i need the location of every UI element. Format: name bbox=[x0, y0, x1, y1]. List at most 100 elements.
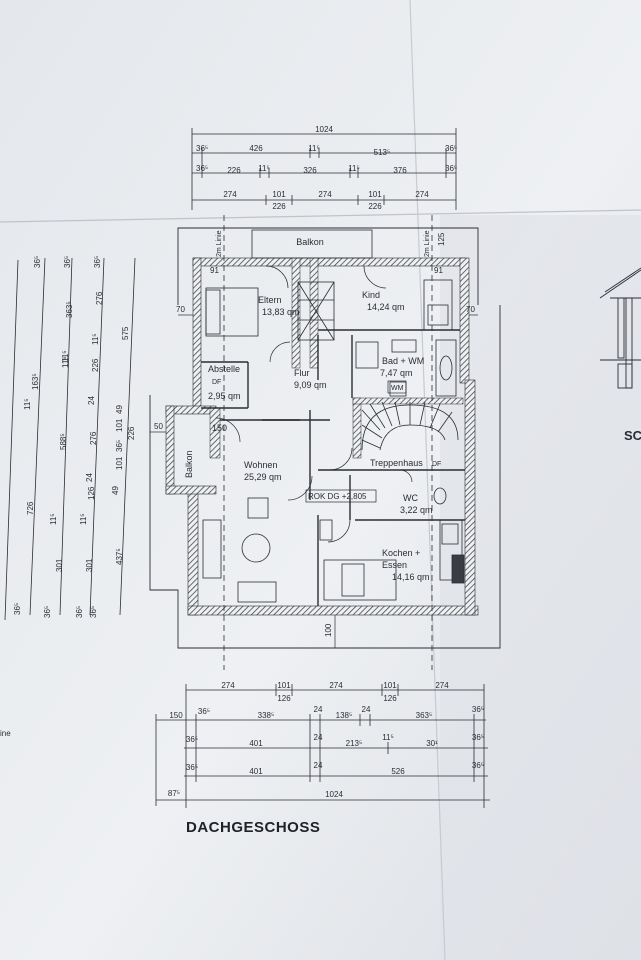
two-meter-lines bbox=[223, 215, 433, 670]
top-dim-r4-2: 101 bbox=[272, 190, 286, 199]
bottom-dimensions bbox=[155, 684, 490, 808]
room-bad-tag: WM bbox=[391, 385, 404, 392]
bottom-dim-r4-5: 36⁵ bbox=[472, 761, 484, 770]
top-dim-r4-1: 274 bbox=[223, 190, 237, 199]
left-dim-c3-f: 301 bbox=[85, 558, 94, 572]
room-wc-name: WC bbox=[403, 493, 418, 503]
roof-outline-lower bbox=[149, 305, 501, 649]
top-dim-r4-5: 101 bbox=[368, 190, 382, 199]
bottom-dim-r1-5: 101 bbox=[383, 681, 397, 690]
left-dimension-labels: 36⁵ 726 11⁵ 36⁵ 36⁵ 588⁵ 11⁵ 163⁵ 11⁵ 30… bbox=[13, 256, 136, 618]
balcony-top-frame bbox=[251, 229, 373, 259]
room-kind-name: Kind bbox=[362, 290, 380, 300]
room-labels: Balkon Eltern 13,83 qm Kind 14,24 qm Abs… bbox=[184, 237, 443, 582]
top-dim-r3-2: 226 bbox=[227, 166, 241, 175]
room-flur-area: 9,09 qm bbox=[294, 380, 327, 390]
top-dim-r3-3: 11⁵ bbox=[258, 164, 270, 173]
left-dim-c3-c: 11⁵ bbox=[61, 356, 70, 368]
room-abstelle-tag: DF bbox=[212, 379, 221, 386]
fold-line-horizontal bbox=[0, 209, 641, 223]
bottom-dim-r4-2: 401 bbox=[249, 767, 263, 776]
line-label-left: 2m Linie bbox=[216, 230, 223, 257]
bottom-dim-r3-5: 11⁵ bbox=[382, 733, 394, 742]
room-abstelle-name: Abstelle bbox=[208, 364, 240, 374]
bottom-dim-r1-4: 274 bbox=[329, 681, 343, 690]
left-dim-c2-d: 163⁵ bbox=[31, 373, 40, 390]
bottom-dim-r3-6: 30¹ bbox=[426, 739, 438, 748]
left-dim-c1-c: 11⁵ bbox=[23, 398, 32, 410]
top-dim-r2-4: 513⁵ bbox=[374, 148, 391, 157]
top-dim-r2-1: 36⁵ bbox=[196, 144, 208, 153]
wm-box bbox=[387, 380, 407, 394]
door-swings bbox=[215, 265, 413, 543]
furniture bbox=[202, 279, 465, 603]
room-balkon-left: Balkon bbox=[184, 450, 194, 478]
left-dim-c3-a: 36⁵ bbox=[93, 256, 102, 268]
left-dim-c3-d: 276 bbox=[89, 431, 98, 445]
left-dim-c4-d: 24 bbox=[87, 396, 96, 405]
left-dim-c4-h: 101 bbox=[115, 456, 124, 470]
bottom-dim-r2-3: 338⁵ bbox=[258, 711, 275, 720]
bottom-dim-r4-3: 24 bbox=[314, 761, 323, 770]
left-dim-c5-b: 226 bbox=[127, 426, 136, 440]
left-dim-c1-a: 36⁵ bbox=[33, 256, 42, 268]
room-balkon-left-label: 150 bbox=[212, 423, 227, 433]
bottom-dim-r2-1: 150 bbox=[169, 711, 183, 720]
left-dim-c5-a: 575 bbox=[121, 326, 130, 340]
left-dim-c2-c: 11⁵ bbox=[61, 350, 70, 362]
left-dim-c4-f: 24 bbox=[85, 473, 94, 482]
bottom-dim-r4-1: 36⁵ bbox=[186, 763, 198, 772]
room-kochen-name: Kochen + bbox=[382, 548, 420, 558]
line-label-right: 2m Linie bbox=[424, 230, 431, 257]
left-dim-c2-g: 36⁵ bbox=[43, 606, 52, 618]
room-eltern-name: Eltern bbox=[258, 295, 282, 305]
room-wc-area: 3,22 qm bbox=[400, 505, 433, 515]
bottom-dim-r3-4: 213⁵ bbox=[346, 739, 363, 748]
left-dim-c4-g: 49 bbox=[111, 486, 120, 495]
bottom-dim-r2-7: 363⁵ bbox=[416, 711, 433, 720]
side-dim-bottom-100: 100 bbox=[324, 623, 333, 637]
side-dim-left-50: 50 bbox=[154, 422, 163, 431]
side-dimension-labels: 70 70 50 125 100 bbox=[150, 232, 478, 648]
bottom-dim-r1-7: 274 bbox=[435, 681, 449, 690]
bottom-dim-r5-1: 87⁵ bbox=[168, 789, 180, 798]
left-dim-c2-a: 36⁵ bbox=[63, 256, 72, 268]
top-dim-r2-5: 36⁵ bbox=[445, 144, 457, 153]
left-dim-c2-f: 301 bbox=[55, 558, 64, 572]
top-dim-r4-6: 226 bbox=[368, 202, 382, 211]
roof-outline bbox=[177, 227, 479, 305]
room-kind-area: 14,24 qm bbox=[367, 302, 405, 312]
bottom-dim-r2-6: 24 bbox=[362, 705, 371, 714]
section-label: SC bbox=[624, 428, 641, 443]
bottom-dim-r2-5: 138⁵ bbox=[336, 711, 353, 720]
exterior-walls bbox=[165, 257, 479, 616]
left-dim-c2-e: 11⁵ bbox=[49, 513, 58, 525]
bottom-dim-r5-2: 1024 bbox=[325, 790, 343, 799]
top-dim-r3-1: 36⁵ bbox=[196, 164, 208, 173]
top-dim-r3-5: 11⁵ bbox=[348, 164, 360, 173]
left-dim-c4-c: 226 bbox=[91, 358, 100, 372]
side-dim-right-125: 125 bbox=[437, 232, 446, 246]
room-rok: ROK DG +2,805 bbox=[308, 492, 367, 501]
bottom-dim-r2-8: 36⁵ bbox=[472, 705, 484, 714]
left-dim-c1-b: 726 bbox=[26, 501, 35, 515]
left-dim-c4-i: 36⁵ bbox=[115, 440, 124, 452]
room-kochen-area: 14,16 qm bbox=[392, 572, 430, 582]
left-dim-c4-a: 276 bbox=[95, 291, 104, 305]
left-edge-label: ine bbox=[0, 729, 11, 738]
bottom-dim-r2-4: 24 bbox=[314, 705, 323, 714]
rok-box bbox=[305, 489, 377, 503]
left-dim-c2-b: 588⁵ bbox=[59, 433, 68, 450]
room-kochen-name2: Essen bbox=[382, 560, 407, 570]
room-treppenhaus-tag: DF bbox=[432, 461, 441, 468]
room-bad-name: Bad + WM bbox=[382, 356, 424, 366]
top-dim-total: 1024 bbox=[315, 125, 333, 134]
bottom-dimension-labels: 274 101 126 274 101 126 274 150 36⁵ 338⁵… bbox=[168, 681, 484, 799]
bottom-dim-r3-3: 24 bbox=[314, 733, 323, 742]
bottom-dim-r3-2: 401 bbox=[249, 739, 263, 748]
left-dim-c4-l: 36⁵ bbox=[89, 606, 98, 618]
left-dim-c5-c: 437⁵ bbox=[115, 548, 124, 565]
left-dim-c4-k: 49 bbox=[115, 405, 124, 414]
room-small-91-left: 91 bbox=[210, 266, 219, 275]
